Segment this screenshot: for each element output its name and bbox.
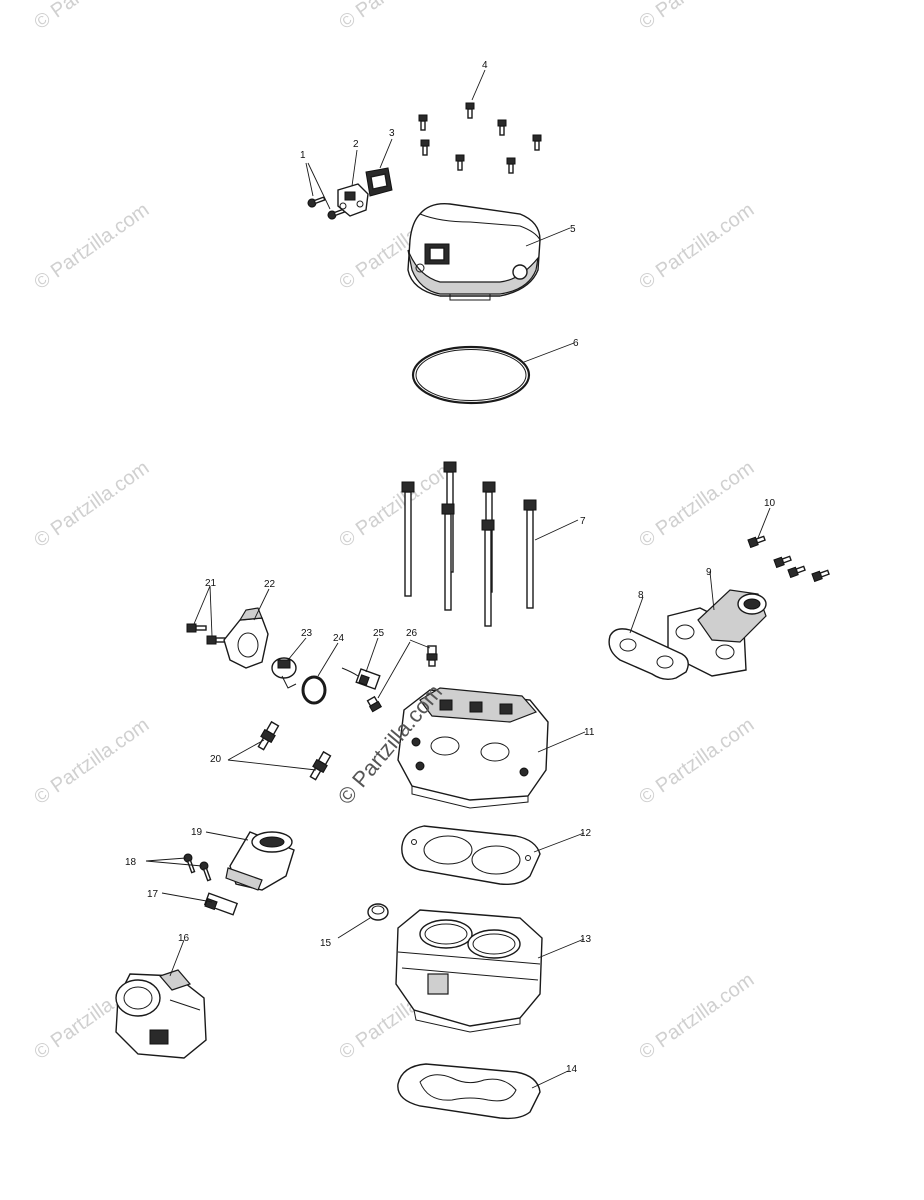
part-8-exhaust-gasket: [608, 628, 689, 681]
part-20-spark-plugs: [257, 720, 332, 781]
watermark: © Partzilla.com: [635, 714, 758, 809]
part-10-bolts: [747, 535, 830, 583]
part-5-valve-cover: [407, 203, 541, 301]
leader-lines: [145, 69, 771, 1089]
watermark: © Partzilla.com: [635, 199, 758, 294]
part-6-o-ring: [411, 345, 531, 405]
part-17-sensor: [203, 892, 239, 916]
part-25-sensor: [341, 667, 381, 690]
callout-15: 15: [320, 938, 332, 949]
watermark: © Partzilla.com: [635, 969, 758, 1064]
part-1-screws: [307, 196, 346, 220]
watermark: © Partzilla.com: [635, 457, 758, 552]
watermark: © Partzilla.com: [335, 0, 458, 34]
watermark: © Partzilla.com: [635, 0, 758, 34]
callout-25: 25: [373, 628, 385, 639]
watermark: © Partzilla.com: [30, 714, 153, 809]
callout-16: 16: [178, 933, 190, 944]
part-26-fittings: [366, 645, 438, 713]
callout-17: 17: [147, 889, 159, 900]
part-18-screws: [183, 853, 212, 882]
part-13-cylinder: [395, 909, 543, 1033]
callout-21: 21: [205, 578, 217, 589]
callout-11: 11: [584, 727, 595, 738]
callout-23: 23: [301, 628, 313, 639]
watermark: © Partzilla.com: [30, 457, 153, 552]
part-2-sensor-bracket: [337, 183, 369, 217]
callout-12: 12: [580, 828, 592, 839]
part-24-seal: [301, 675, 327, 705]
watermark: © Partzilla.com: [335, 457, 458, 552]
callout-7: 7: [580, 516, 586, 527]
part-12-head-gasket: [401, 825, 541, 886]
part-4-bolts: [418, 102, 542, 174]
callout-14: 14: [566, 1064, 578, 1075]
part-7-head-bolts: [401, 461, 537, 627]
callout-20: 20: [210, 754, 222, 765]
callout-1: 1: [300, 150, 306, 161]
part-21-bolts: [186, 623, 227, 645]
callout-18: 18: [125, 857, 137, 868]
part-23-thermostat: [271, 657, 297, 689]
callout-8: 8: [638, 590, 644, 601]
part-16-throttle-body: [115, 969, 207, 1059]
callout-2: 2: [353, 139, 359, 150]
callout-4: 4: [482, 60, 488, 71]
callout-3: 3: [389, 128, 395, 139]
callout-labels: 1 2 3 4 5 6 7 8 9 10 11 12 13 14 15 16 1…: [125, 60, 776, 1075]
part-3-cover-plate: [365, 167, 393, 197]
callout-5: 5: [570, 224, 576, 235]
watermarks: © Partzilla.com © Partzilla.com © Partzi…: [30, 0, 758, 1064]
callout-13: 13: [580, 934, 592, 945]
part-11-cylinder-head: [397, 687, 549, 809]
watermark: © Partzilla.com: [30, 0, 153, 34]
part-14-base-gasket: [397, 1063, 541, 1120]
callout-10: 10: [764, 498, 776, 509]
callout-22: 22: [264, 579, 276, 590]
part-19-intake-boot: [225, 831, 295, 891]
callout-24: 24: [333, 633, 345, 644]
callout-6: 6: [573, 338, 579, 349]
part-15-plug: [367, 903, 389, 921]
callout-19: 19: [191, 827, 203, 838]
callout-9: 9: [706, 567, 712, 578]
watermark: © Partzilla.com: [30, 199, 153, 294]
part-22-thermostat-housing: [223, 607, 269, 669]
callout-26: 26: [406, 628, 418, 639]
